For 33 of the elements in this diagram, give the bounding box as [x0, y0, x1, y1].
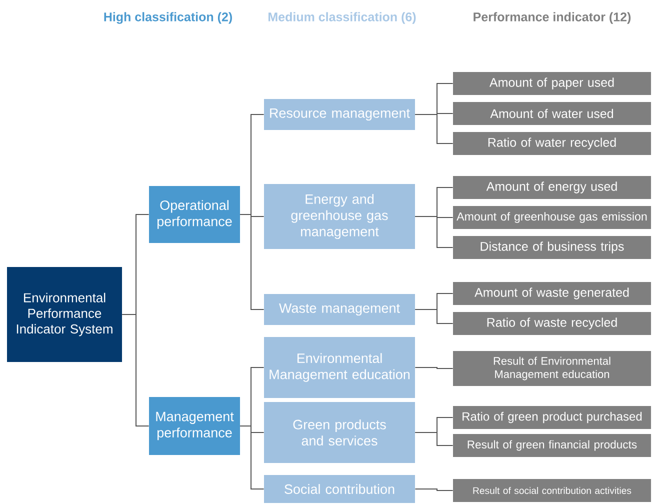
category-box: Operational performance [149, 186, 240, 243]
indicator-box: Result of social contribution activities [453, 479, 651, 502]
connector-line [414, 488, 454, 491]
subcategory-box: Energy and greenhouse gas management [264, 184, 415, 249]
indicator-box: Amount of energy used [453, 176, 651, 199]
indicator-box: Distance of business trips [453, 236, 651, 259]
indicator-box: Amount of greenhouse gas emission [453, 206, 651, 229]
connector-line [414, 114, 454, 144]
root-box: Environmental Performance Indicator System [7, 267, 122, 362]
subcategory-box: Waste management [264, 294, 415, 325]
indicator-box: Ratio of water recycled [453, 132, 651, 155]
connector-line [240, 426, 264, 490]
indicator-box: Ratio of green product purchased [453, 406, 651, 429]
column-heading: Performance indicator (12) [474, 12, 631, 24]
subcategory-box: Green products and services [264, 402, 415, 463]
connector-line [414, 432, 454, 446]
indicator-box: Ratio of waste recycled [453, 312, 651, 335]
connector-line [122, 314, 150, 426]
column-heading: High classification (2) [104, 12, 232, 24]
subcategory-box: Social contribution [264, 475, 415, 503]
category-box: Management performance [149, 397, 240, 455]
column-heading: Medium classification (6) [268, 12, 416, 24]
connector-line [240, 214, 264, 310]
indicator-box: Amount of paper used [453, 72, 651, 95]
indicator-box: Amount of water used [453, 102, 651, 125]
indicator-box: Result of green financial products [453, 434, 651, 457]
subcategory-box: Resource management [264, 99, 415, 130]
connector-line [414, 216, 454, 248]
indicator-box: Amount of waste generated [453, 282, 651, 305]
connector-line [414, 309, 454, 324]
indicator-box: Result of Environmental Management education [453, 351, 651, 386]
connector-line [414, 367, 454, 369]
subcategory-box: Environmental Management education [264, 337, 415, 398]
